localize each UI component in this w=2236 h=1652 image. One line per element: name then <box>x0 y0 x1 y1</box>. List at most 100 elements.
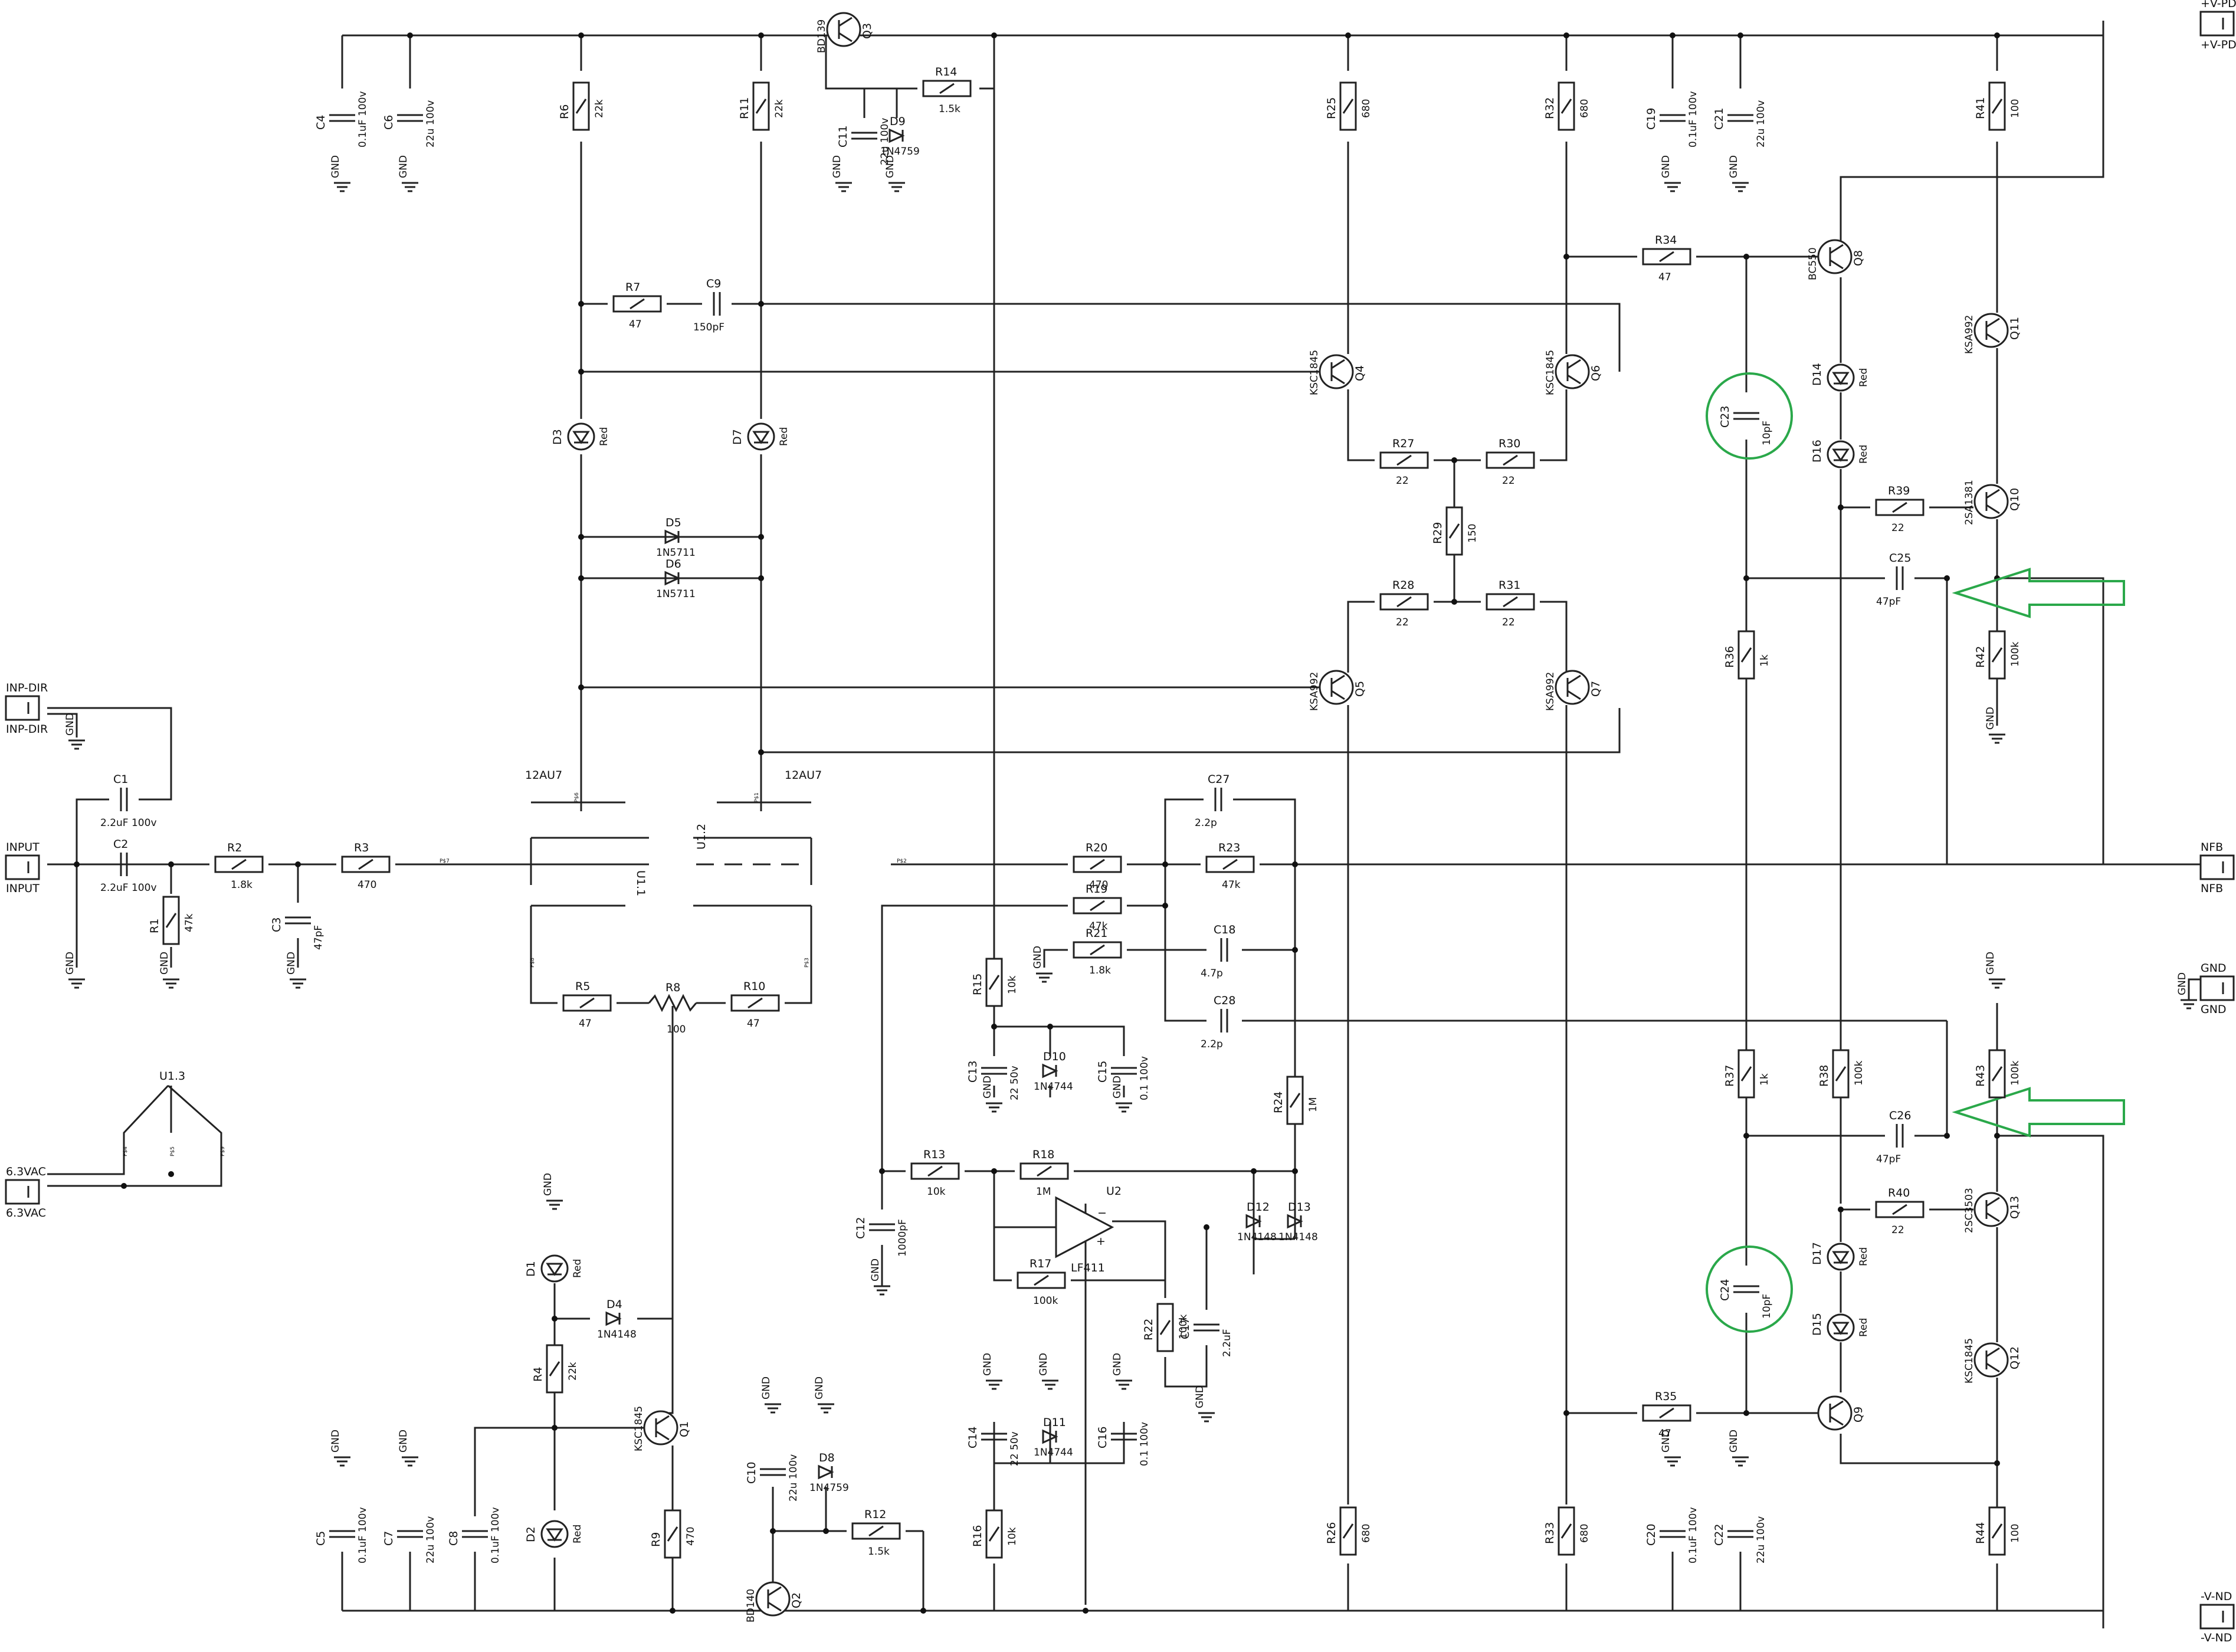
connector-label: 6.3VAC <box>6 1165 46 1178</box>
transistor-ref: Q2 <box>790 1592 803 1608</box>
led-ref: D17 <box>1811 1242 1824 1265</box>
opamp-part: LF411 <box>1071 1261 1105 1274</box>
transistor-part: 2SA1381 <box>1963 480 1975 525</box>
tube-left-part: 12AU7 <box>525 769 562 782</box>
led-ref: D7 <box>731 429 744 445</box>
resistor-ref: R29 <box>1431 522 1444 544</box>
resistor-value: 1.5k <box>868 1546 890 1558</box>
led-ref: D16 <box>1811 440 1824 463</box>
diode-value: 1N4744 <box>1034 1447 1073 1458</box>
ground-label: GND <box>1660 1430 1672 1453</box>
capacitor-ref: C14 <box>966 1427 979 1448</box>
resistor-value: 100k <box>1178 1315 1189 1339</box>
resistor-ref: R39 <box>1888 484 1910 497</box>
ground-symbol: GND <box>760 1376 781 1414</box>
capacitor-c18: C184.7p <box>1201 923 1235 979</box>
ground-symbol: GND <box>1660 155 1681 192</box>
resistor-value: 22 <box>1502 475 1515 487</box>
capacitor-ref: C18 <box>1214 923 1235 936</box>
schematic-wires <box>47 21 2204 1628</box>
tube-pin-1: P$1 <box>754 792 760 802</box>
transistor-ref: Q4 <box>1353 365 1366 381</box>
resistor-ref: R11 <box>738 97 751 119</box>
capacitor-value: 2.2uF 100v <box>100 882 157 894</box>
resistor-value: 1M <box>1036 1186 1051 1198</box>
resistor-ref: R7 <box>625 281 640 294</box>
ground-symbol: GND <box>64 952 85 989</box>
transistor-part: 2SC3503 <box>1963 1188 1975 1233</box>
resistor-ref: R14 <box>935 65 957 78</box>
resistor-value: 470 <box>685 1527 697 1546</box>
diode-value: 1N5711 <box>656 547 696 559</box>
resistor-ref: R5 <box>575 980 590 993</box>
resistor-ref: R30 <box>1499 437 1520 450</box>
connector-label-lower: +V-PD <box>2201 38 2236 51</box>
capacitor-ref: C5 <box>314 1531 327 1546</box>
diode-ref: D13 <box>1288 1201 1311 1214</box>
ground-label: GND <box>542 1173 554 1196</box>
resistor-value: 47 <box>629 319 642 330</box>
diode-ref: D8 <box>819 1451 835 1464</box>
resistor-value: 47 <box>747 1018 760 1030</box>
resistor-ref: R16 <box>971 1525 984 1547</box>
led-value: Red <box>778 427 790 446</box>
resistor-ref: R41 <box>1974 97 1987 119</box>
ground-symbol: GND <box>330 1430 350 1467</box>
capacitor-ref: C21 <box>1713 108 1726 130</box>
capacitor-ref: C10 <box>745 1462 758 1484</box>
transistor-ref: Q5 <box>1353 681 1366 697</box>
tube-u11-label: U1.1 <box>634 870 647 896</box>
resistor-r30: R30 22 <box>1486 437 1535 487</box>
capacitor-ref: C16 <box>1096 1427 1109 1448</box>
resistor-value: 100 <box>2009 1524 2021 1543</box>
ground-label: GND <box>398 155 409 178</box>
diode-ref: D9 <box>890 115 906 128</box>
capacitor-ref: C27 <box>1208 773 1230 786</box>
transistor-part: KSA992 <box>1309 672 1320 711</box>
capacitor-value: 0.1uF 100v <box>1687 91 1699 148</box>
transistor-part: KSC1845 <box>1963 1338 1975 1384</box>
capacitor-ref: C19 <box>1645 108 1658 130</box>
resistor-value: 47k <box>1089 920 1108 932</box>
resistor-ref: R25 <box>1325 97 1338 119</box>
ground-label: GND <box>330 155 342 178</box>
capacitor-ref: C4 <box>314 115 327 130</box>
capacitor-value: 0.1uF 100v <box>1687 1507 1699 1564</box>
resistor-ref: R40 <box>1888 1186 1910 1199</box>
resistor-ref: R15 <box>971 974 984 995</box>
resistor-value: 100k <box>1033 1295 1058 1307</box>
resistor-ref: R32 <box>1543 97 1556 119</box>
led-ref: D2 <box>524 1526 537 1542</box>
tube-u12-label: U1.2 <box>695 824 708 850</box>
capacitor-value: 0.1uF 100v <box>490 1507 501 1564</box>
resistor-value: 10k <box>927 1186 946 1198</box>
led-value: Red <box>572 1259 583 1278</box>
